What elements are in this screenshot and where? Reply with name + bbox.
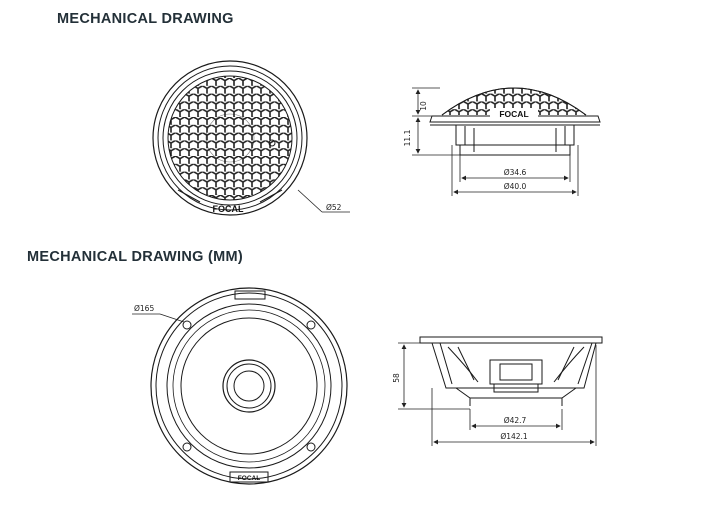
tweeter-body-height-label: 11.1 [403,129,412,146]
tweeter-front-diameter-dim [297,189,350,213]
tweeter-width-dims [451,145,579,196]
woofer-magnet-diameter-label: Ø42.7 [504,416,527,425]
tweeter-height-dims [412,87,460,156]
tweeter-section-title: MECHANICAL DRAWING [57,11,234,27]
tweeter-side-view [429,87,601,156]
woofer-depth-label: 58 [392,373,401,383]
tweeter-top-height-label: 10 [419,101,428,111]
woofer-front-diameter-dim [132,313,185,323]
tweeter-outer-diameter-label: Ø40.0 [504,182,527,191]
woofer-dims [398,342,597,446]
woofer-front-view [150,287,348,485]
woofer-side-view [419,336,603,406]
woofer-front-brand-label: FOCAL [238,475,260,482]
tweeter-side-brand-label: FOCAL [499,109,528,119]
woofer-section-title: MECHANICAL DRAWING (MM) [27,249,244,265]
tweeter-front-view [152,60,308,216]
tweeter-inner-diameter-label: Ø34.6 [504,168,527,177]
woofer-cutout-diameter-label: Ø142.1 [500,432,528,441]
tweeter-front-diameter-label: Ø52 [326,203,342,212]
woofer-front-diameter-label: Ø165 [134,304,154,313]
tweeter-front-brand-label: FOCAL [213,204,244,214]
